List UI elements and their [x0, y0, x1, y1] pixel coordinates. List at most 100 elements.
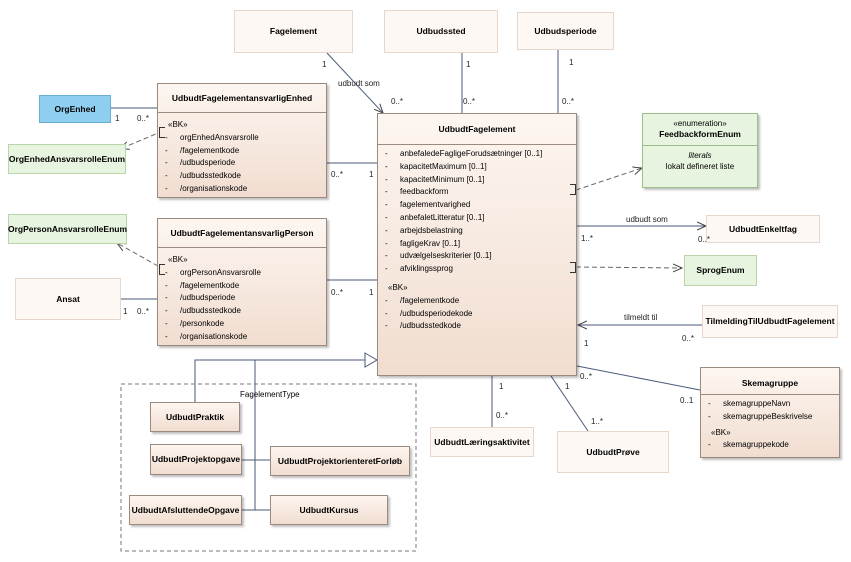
class-udbudt-fagelement-ansvarlig-person[interactable]: UdbudtFagelementansvarligPerson «BK» -or… — [157, 218, 327, 346]
class-name: TilmeldingTilUdbudtFagelement — [705, 316, 835, 326]
role-label: udbudt som — [626, 215, 668, 224]
attribute: -skemagruppeNavn — [708, 399, 791, 408]
class-udbudt-proeve[interactable]: UdbudtPrøve — [557, 431, 669, 473]
multiplicity: 0..* — [562, 97, 575, 106]
assoc-proeve — [550, 375, 589, 432]
attribute: -/organisationskode — [165, 331, 248, 341]
class-separator — [158, 112, 326, 119]
class-name: UdbudtKursus — [299, 504, 359, 515]
attribute: -udvælgelseskriterier [0..1] — [385, 251, 492, 261]
class-name: UdbudtFagelement — [438, 124, 516, 134]
assoc-skemagruppe — [576, 365, 701, 391]
multiplicity: 0..* — [331, 288, 344, 297]
multiplicity: 0..* — [463, 97, 476, 106]
class-udbudssted[interactable]: Udbudssted — [384, 10, 498, 53]
class-name: UdbudtAfsluttendeOpgave — [131, 504, 240, 515]
enum-section: literals — [688, 151, 712, 160]
multiplicity: 1 — [322, 60, 327, 69]
key-attribute: -/udbudsperiodekode — [385, 308, 473, 318]
class-tilmelding[interactable]: TilmeldingTilUdbudtFagelement — [702, 305, 838, 338]
enum-orgenhed-ansvarsrolle[interactable]: OrgEnhedAnsvarsrolleEnum — [8, 144, 126, 174]
attribute: -/udbudsperiode — [165, 158, 236, 168]
class-udbudsperiode[interactable]: Udbudsperiode — [517, 12, 614, 50]
package-frame — [120, 383, 417, 552]
attribute: -feedbackform — [385, 187, 449, 197]
key-attribute: -/udbudsstedkode — [385, 321, 461, 331]
attribute: -anbefaletLitteratur [0..1] — [385, 212, 485, 222]
attribute: -arbejdsbelastning — [385, 225, 463, 235]
class-name: UdbudtPrøve — [586, 446, 640, 457]
class-name: OrgEnhed — [54, 103, 96, 114]
class-udbudt-kursus[interactable]: UdbudtKursus — [270, 495, 388, 525]
enum-stereotype: «enumeration» — [673, 119, 727, 128]
multiplicity: 0..1 — [680, 396, 694, 405]
multiplicity: 1 — [115, 114, 120, 123]
class-orgenhed[interactable]: OrgEnhed — [39, 95, 111, 123]
attribute: -kapacitetMinimum [0..1] — [385, 174, 485, 184]
port-marker — [570, 262, 576, 273]
class-name: Fagelement — [269, 26, 318, 36]
class-udbudt-projektopgave[interactable]: UdbudtProjektopgave — [150, 444, 242, 475]
attribute: -orgEnhedAnsvarsrolle — [165, 132, 259, 142]
multiplicity: 1 — [369, 288, 374, 297]
multiplicity: 0..* — [391, 97, 404, 106]
multiplicity: 1 — [569, 58, 574, 67]
class-udbudt-laeringsaktivitet[interactable]: UdbudtLæringsaktivitet — [430, 427, 534, 457]
enum-orgperson-ansvarsrolle[interactable]: OrgPersonAnsvarsrolleEnum — [8, 214, 127, 244]
attribute: -kapacitetMaximum [0..1] — [385, 161, 487, 171]
enum-name: OrgEnhedAnsvarsrolleEnum — [8, 153, 126, 164]
attribute: -fagelementvarighed — [385, 200, 471, 210]
class-fagelement[interactable]: Fagelement — [234, 10, 353, 53]
enum-name: FeedbackformEnum — [659, 129, 741, 139]
class-name: UdbudtLæringsaktivitet — [434, 436, 530, 447]
class-udbudt-projektorienteret-forloeb[interactable]: UdbudtProjektorienteretForløb — [270, 446, 410, 476]
multiplicity: 0..* — [698, 235, 711, 244]
multiplicity: 1 — [565, 382, 570, 391]
dep-sprog-enum — [575, 267, 682, 268]
assoc-fagelement — [326, 52, 383, 113]
class-udbudt-fagelement[interactable]: UdbudtFagelement -anbefaledeFagligeForud… — [377, 113, 577, 376]
class-name: UdbudtProjektopgave — [151, 454, 241, 464]
enum-name: SprogEnum — [696, 265, 745, 275]
class-skemagruppe[interactable]: Skemagruppe -skemagruppeNavn -skemagrupp… — [700, 367, 840, 458]
multiplicity: 0..* — [682, 334, 695, 343]
class-udbudt-afsluttende-opgave[interactable]: UdbudtAfsluttendeOpgave — [129, 495, 242, 525]
class-udbudt-praktik[interactable]: UdbudtPraktik — [150, 402, 240, 432]
stereotype: «BK» — [168, 255, 188, 264]
role-label: udbudt som — [338, 79, 380, 88]
class-separator — [378, 144, 576, 148]
class-udbudt-enkeltfag[interactable]: UdbudtEnkeltfag — [706, 215, 820, 243]
class-name: UdbudtFagelementansvarligPerson — [170, 228, 314, 238]
class-name: UdbudtEnkeltfag — [729, 223, 797, 234]
attribute: -/fagelementkode — [165, 145, 240, 155]
class-name: Udbudssted — [416, 26, 466, 36]
enum-sprog[interactable]: SprogEnum — [684, 255, 757, 286]
multiplicity: 1 — [499, 382, 504, 391]
multiplicity: 1 — [123, 307, 128, 316]
stereotype: «BK» — [711, 427, 731, 437]
class-name: UdbudtPraktik — [165, 411, 225, 422]
multiplicity: 0..* — [496, 411, 509, 420]
attribute: -skemagruppeBeskrivelse — [708, 411, 813, 421]
class-name: UdbudtProjektorienteretForløb — [277, 455, 403, 466]
enum-literal: lokalt defineret liste — [665, 162, 735, 171]
multiplicity: 1..* — [591, 417, 604, 426]
attribute: -/organisationskode — [165, 183, 248, 193]
enum-name: OrgPersonAnsvarsrolleEnum — [7, 223, 128, 234]
stereotype: «BK» — [168, 120, 188, 129]
class-udbudt-fagelement-ansvarlig-enhed[interactable]: UdbudtFagelementansvarligEnhed «BK» -org… — [157, 83, 327, 198]
multiplicity: 1 — [466, 60, 471, 69]
attribute: -fagligeKrav [0..1] — [385, 238, 461, 248]
class-separator — [701, 394, 839, 398]
attribute: -/udbudsstedkode — [165, 306, 241, 316]
role-label: tilmeldt til — [624, 313, 658, 322]
port-marker — [570, 184, 576, 195]
class-name: Skemagruppe — [741, 378, 799, 388]
class-separator — [158, 247, 326, 254]
port-marker — [159, 264, 165, 275]
multiplicity: 1..* — [581, 234, 594, 243]
class-ansat[interactable]: Ansat — [15, 278, 121, 320]
multiplicity: 1 — [584, 339, 589, 348]
enum-feedbackform[interactable]: «enumeration» FeedbackformEnum literals … — [642, 113, 758, 188]
